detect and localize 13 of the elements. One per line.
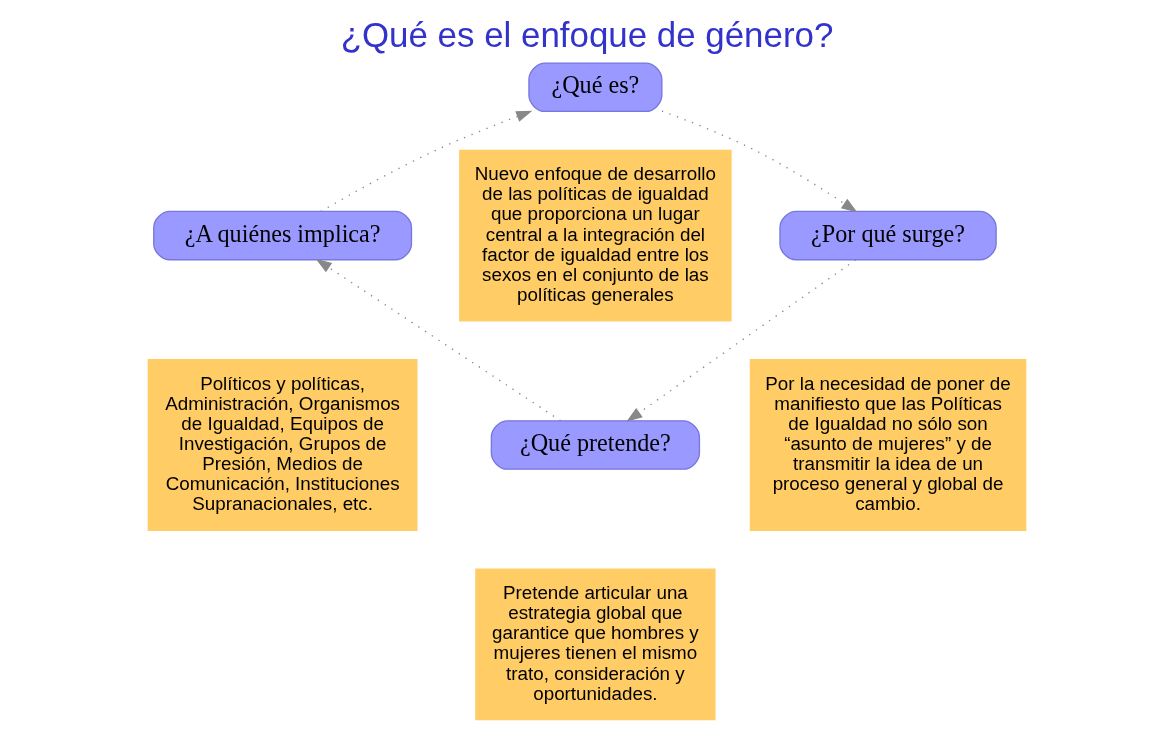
node-box: Nuevo enfoque de desarrollo de las políticas de igualdad que proporciona un lugar central a la integración del factor de igualdad entre los sexos en el conjunto de las políticas generales [458, 149, 732, 322]
node-box: ¿Por qué surge? [778, 210, 997, 261]
arrow [319, 110, 532, 213]
node-box: Pretende articular una estrategia global que garantice que hombres y mujeres tienen el mismo trato, consideración y oportunidades. [474, 568, 716, 721]
node-box: ¿Qué es? [527, 62, 662, 113]
diagram-title: ¿Qué es el enfoque de género? [340, 14, 833, 54]
arrow [315, 258, 561, 422]
arrow [660, 110, 857, 213]
arrow [625, 259, 856, 422]
node-box: Políticos y políticas, Administración, Organismos de Igualdad, Equipos de Investigación, Grupos de Presión, Medios de Comunicación, Instituciones Supranacionales, etc. [147, 359, 418, 531]
node-box: ¿Qué pretende? [490, 420, 700, 470]
node-box: Por la necesidad de poner de manifiesto que las Políticas de Igualdad no sólo son “asunto de mujeres” y de transmitir la idea de un proceso general y global de cambio. [749, 359, 1026, 531]
node-box: ¿A quiénes implica? [152, 210, 412, 261]
